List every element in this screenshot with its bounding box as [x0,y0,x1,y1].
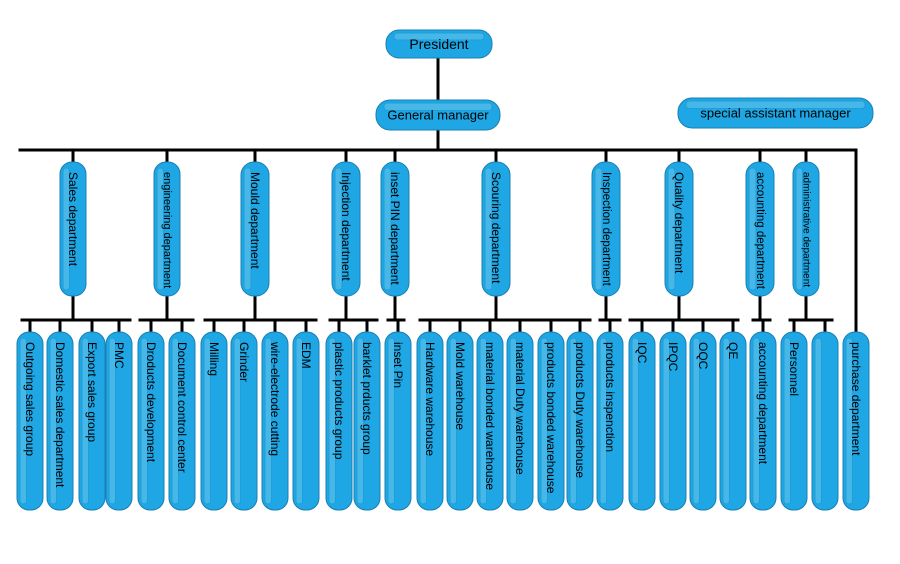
special-assistant-box: special assistant manager [677,97,874,129]
group-box-22-label: IPQC [666,342,680,372]
group-box-18: products bonded warehouse [537,331,565,511]
dept-inset-pin-box-label: inset PIN department [388,172,402,285]
dept-accounting-box-label: accounting department [754,172,766,290]
group-box-2-label: Domestic sales department [53,342,67,488]
group-box-17: material Duty warehouse [506,331,534,511]
group-box-23-label: OQC [696,342,710,370]
group-box-13-label: inset Pin [391,342,405,388]
group-box-24-label: QE [726,342,740,359]
group-box-9-label: wire-electrode cutting [268,341,282,456]
special-assistant-box-label: special assistant manager [700,106,851,121]
group-box-27 [811,331,839,511]
group-box-12-label: barklet prducts group [360,342,374,455]
president-box: President [385,29,493,59]
group-box-16-label: material bonded warehouse [483,342,497,490]
dept-injection-box-label: Injection department [339,172,353,281]
group-box-3-label: Export sales group [85,342,99,442]
dept-administrative-box-label: administrative department [801,172,812,287]
group-box-14: Hardware warehouse [416,331,444,511]
group-box-1-label: Outgoing sales group [23,342,37,456]
general-manager-box: General manager [375,99,501,131]
group-box-6-label: Document control center [175,342,189,473]
group-box-7: Milling [200,331,228,511]
group-box-26-label: Personnel [787,342,801,396]
group-box-3: Export sales group [78,331,106,511]
group-box-11-label: plastic products group [332,342,346,460]
group-box-12: barklet prducts group [353,331,381,511]
group-box-4: PMC [105,331,133,511]
dept-mould-box: Mould department [240,161,270,297]
group-box-28: purchase department [842,331,870,511]
group-box-15-label: Mold warehouse [453,342,467,430]
group-box-7-label: Milling [207,342,221,376]
president-box-label: President [409,36,468,52]
dept-mould-box-label: Mould department [248,172,262,269]
group-box-6: Document control center [168,331,196,511]
dept-administrative-box: administrative department [792,161,820,297]
group-box-25: accounting department [749,331,777,511]
group-box-24: QE [719,331,747,511]
dept-sales-box-label: Sales department [66,172,80,267]
group-box-14-label: Hardware warehouse [423,342,437,456]
dept-injection-box: Injection department [331,161,361,297]
group-box-13: inset Pin [384,331,412,511]
group-box-11: plastic products group [325,331,353,511]
group-box-20-label: products inspenction [603,342,617,452]
dept-scouring-box: Scouring department [481,161,511,297]
dept-engineering-box-label: engineering department [161,172,173,288]
dept-scouring-box-label: Scouring department [489,172,503,284]
group-box-19-label: products Duty warehouse [573,342,587,478]
group-box-5: Droducts development [137,331,165,511]
group-box-19: products Duty warehouse [566,331,594,511]
dept-engineering-box: engineering department [153,161,181,297]
group-box-2: Domestic sales department [46,331,74,511]
dept-inset-pin-box: inset PIN department [380,161,410,297]
group-box-9: wire-electrode cutting [261,331,289,511]
group-box-28-label: purchase department [849,342,863,456]
group-box-20: products inspenction [596,331,624,511]
group-box-5-label: Droducts development [144,342,158,463]
group-box-26: Personnel [780,331,808,511]
dept-inspection-box: Inspection department [591,161,621,297]
group-box-22: IPQC [659,331,687,511]
group-box-1: Outgoing sales group [16,331,44,511]
dept-quality-box: Quality department [664,161,694,297]
dept-quality-box-label: Quality department [672,172,686,274]
dept-inspection-box-label: Inspection department [600,172,612,287]
general-manager-box-label: General manager [387,108,489,123]
group-box-10-label: EDM [299,342,313,369]
group-box-8: Grinder [230,331,258,511]
group-box-21: IQC [628,331,656,511]
group-box-16: material bonded warehouse [476,331,504,511]
dept-sales-box: Sales department [59,161,87,297]
group-box-15: Mold warehouse [446,331,474,511]
group-box-21-label: IQC [635,342,649,364]
dept-accounting-box: accounting department [745,161,775,297]
group-box-25-label: accounting department [756,342,770,465]
group-box-18-label: products bonded warehouse [544,342,558,494]
group-box-10: EDM [292,331,320,511]
group-box-17-label: material Duty warehouse [513,342,527,475]
group-box-4-label: PMC [112,342,126,369]
connector-lines [18,56,858,334]
group-box-23: OQC [689,331,717,511]
group-box-8-label: Grinder [237,342,251,382]
